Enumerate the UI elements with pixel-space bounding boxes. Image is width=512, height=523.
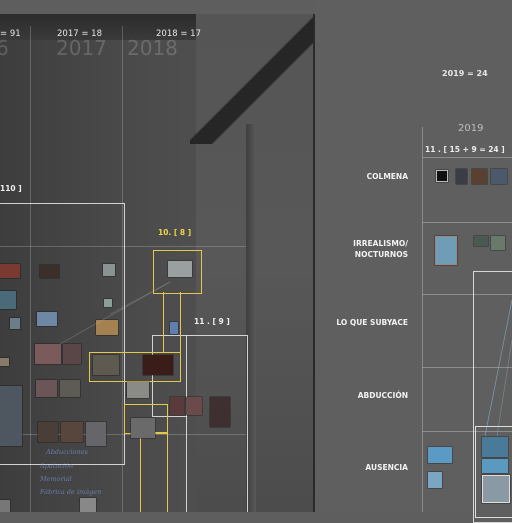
chalk-year-2016: 6 xyxy=(0,36,9,60)
group-11-tag: 11 . [ 9 ] xyxy=(194,317,230,326)
highlight-frame xyxy=(163,292,181,352)
chalk-note: Memorial xyxy=(40,475,72,483)
chalk-note: Apatoción xyxy=(40,462,74,470)
thumbnail xyxy=(435,236,457,265)
pinned-photo xyxy=(210,397,230,427)
connection-lines xyxy=(484,299,512,437)
grid-divider xyxy=(422,127,423,512)
diagram-panel: 2019 = 24 2019 11 . [ 15 + 9 = 24 ] COLM… xyxy=(315,0,512,523)
pinned-photo xyxy=(36,380,57,397)
total-count-label: 2019 = 24 xyxy=(442,69,488,78)
pinned-photo xyxy=(93,355,119,375)
pinned-photo xyxy=(127,382,149,398)
group-10-tag: 10. [ 8 ] xyxy=(158,228,192,237)
chalk-year-2017: 2017 xyxy=(56,36,107,60)
chalk-note: Fábrica de imágen xyxy=(40,488,102,496)
pinned-photo xyxy=(0,500,10,512)
pinned-photo xyxy=(170,397,184,415)
pinned-photo xyxy=(96,320,118,335)
thumbnail xyxy=(491,169,507,184)
wall-photo: 6 2017 2018 = 91 2017 = 18 2018 = 17 110… xyxy=(0,14,313,512)
pinned-photo xyxy=(37,312,57,326)
chalk-note: Abducciones xyxy=(46,448,88,456)
pinned-photo xyxy=(143,355,173,375)
grid-divider xyxy=(422,222,512,223)
thumbnail xyxy=(482,459,508,473)
photo-border xyxy=(313,14,315,512)
year-header: 2019 xyxy=(458,123,484,134)
category-lo-que-subyace: LO QUE SUBYACE xyxy=(336,318,408,327)
category-colmena: COLMENA xyxy=(366,172,408,181)
grid-divider xyxy=(422,431,512,432)
thumbnail xyxy=(428,447,452,463)
pinned-photo xyxy=(0,386,22,446)
pinned-photo xyxy=(0,264,20,278)
group-frame xyxy=(152,335,187,417)
highlight-frame xyxy=(89,352,181,382)
chalk-year-2018: 2018 xyxy=(127,36,178,60)
category-abduccion: ABDUCCIÓN xyxy=(357,391,408,400)
wall-corner xyxy=(246,124,256,512)
ceiling-beam xyxy=(190,14,313,144)
grid-divider xyxy=(422,294,512,295)
thumbnail xyxy=(472,169,487,184)
pinned-photo xyxy=(103,264,115,276)
pinned-photo xyxy=(35,344,61,364)
group-frame xyxy=(0,203,125,465)
pinned-photo xyxy=(168,261,192,277)
year-count-2016: = 91 xyxy=(0,29,21,39)
horizontal-string xyxy=(0,434,246,435)
pinned-photo xyxy=(40,265,59,278)
thumbnail xyxy=(474,236,488,246)
highlight-frame xyxy=(153,250,202,294)
pinned-photo xyxy=(0,291,16,309)
year-count-2017: 2017 = 18 xyxy=(57,29,102,39)
bracket-label: 110 ] xyxy=(0,184,22,193)
thumbnail xyxy=(491,236,505,250)
grid-divider xyxy=(422,367,512,368)
pinned-photo xyxy=(104,299,112,307)
pinned-photo xyxy=(186,397,202,415)
category-ausencia: AUSENCIA xyxy=(365,463,408,472)
pinned-photo xyxy=(170,322,178,334)
thumbnail xyxy=(436,170,448,182)
pinned-photo xyxy=(131,418,155,438)
pinned-photo xyxy=(63,344,81,364)
horizontal-string xyxy=(0,246,246,247)
category-irrealismo-nocturnos: IRREALISMO/ NOCTURNOS xyxy=(353,239,408,259)
column-divider xyxy=(122,26,123,512)
pinned-photo xyxy=(86,422,106,446)
group-label: 11 . [ 15 + 9 = 24 ] xyxy=(425,145,505,154)
group-frame xyxy=(186,335,248,512)
column-divider xyxy=(30,26,31,512)
pinned-photo xyxy=(0,358,9,366)
year-count-2018: 2018 = 17 xyxy=(156,29,201,39)
pinned-photo xyxy=(10,318,20,329)
thumbnail xyxy=(482,475,510,503)
thumbnail xyxy=(456,169,467,184)
pinned-photo xyxy=(38,422,58,442)
grid-divider xyxy=(422,157,512,158)
thumbnail xyxy=(428,472,442,488)
pinned-photo xyxy=(80,498,96,512)
pinned-photo xyxy=(61,422,83,442)
connecting-threads xyxy=(59,281,171,345)
pinned-photo xyxy=(60,380,80,397)
thumbnail xyxy=(482,437,508,457)
